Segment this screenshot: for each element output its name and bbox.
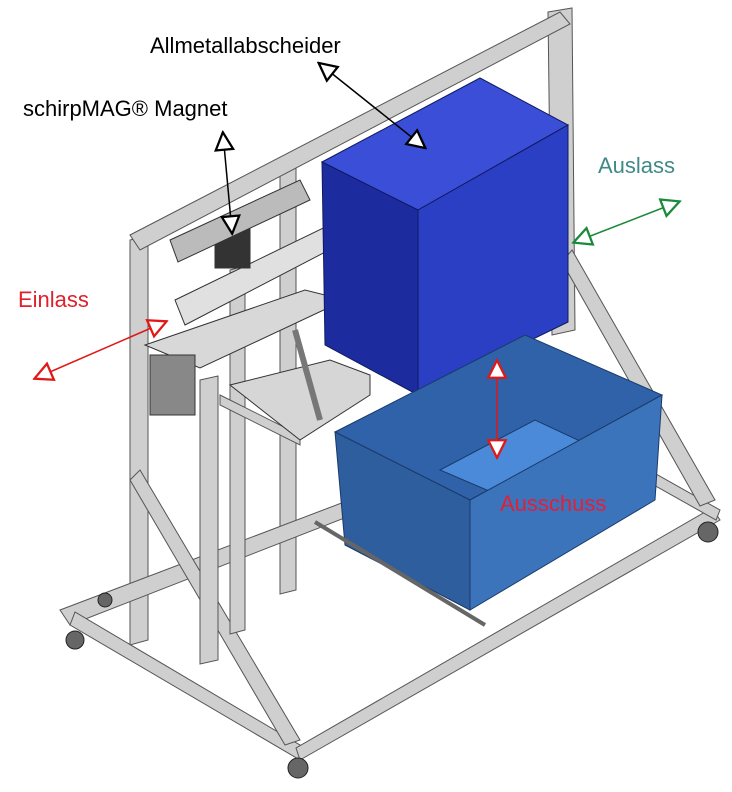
separator-arrow	[320, 64, 424, 147]
inlet-label: Einlass	[18, 287, 89, 312]
casters	[65, 521, 719, 779]
inlet-arrow	[36, 322, 165, 378]
outlet-label: Auslass	[598, 153, 676, 178]
magnet-arrow	[223, 134, 232, 232]
metal-separator-cube	[320, 77, 570, 396]
separator-label: Allmetallabscheider	[150, 33, 341, 58]
reject-label: Ausschuss	[500, 491, 607, 516]
outlet-arrow	[575, 202, 678, 242]
magnet-label: schirpMAG® Magnet	[23, 96, 228, 121]
